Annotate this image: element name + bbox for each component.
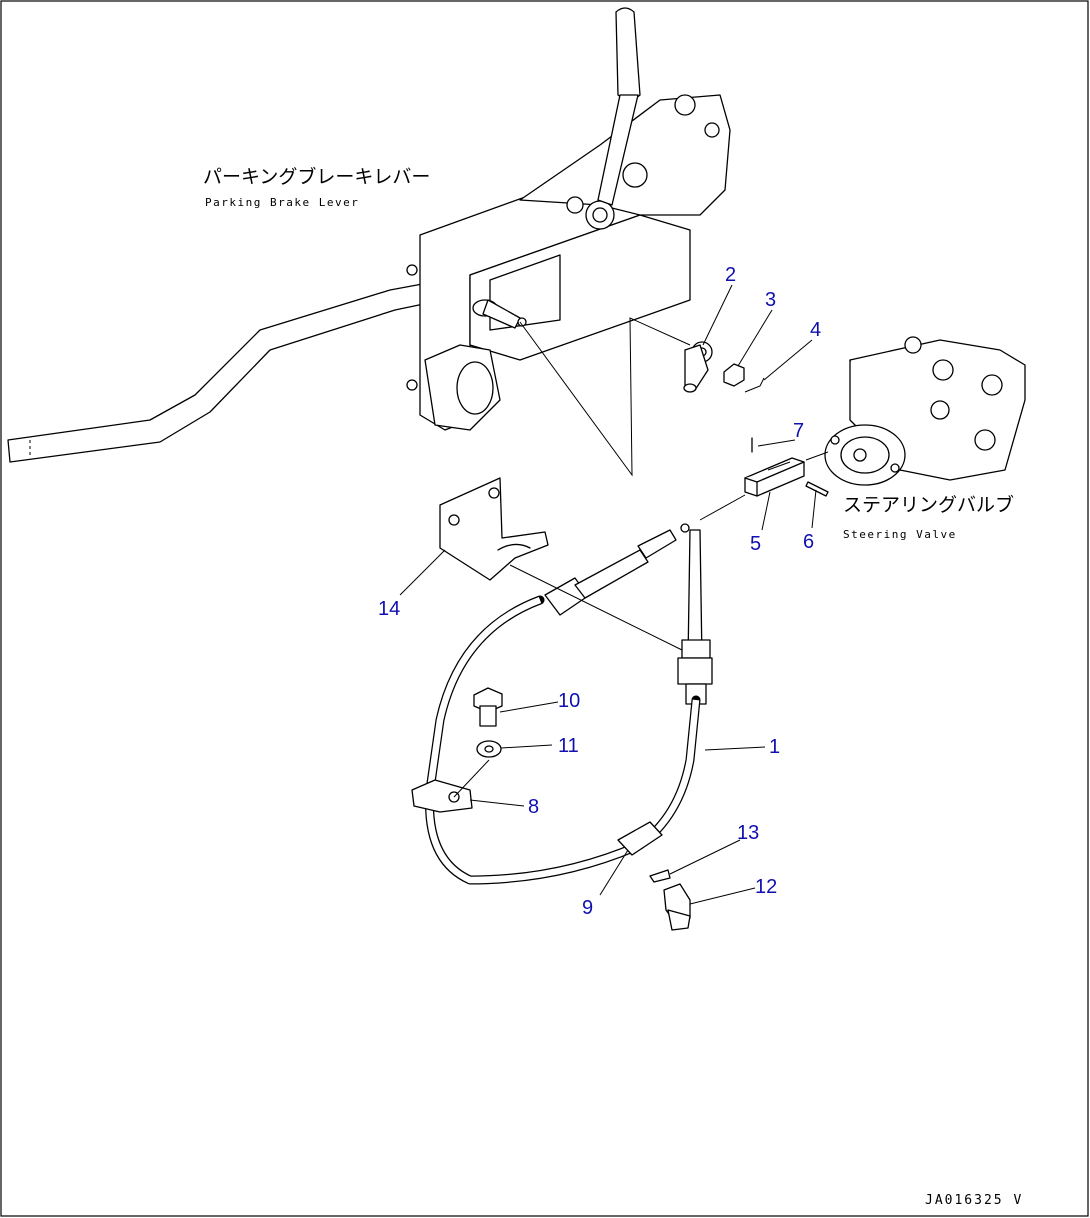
part-4-wire bbox=[744, 377, 765, 393]
part-1-cable-loop bbox=[426, 596, 700, 884]
connection-line-clevis bbox=[699, 494, 746, 521]
parking-brake-label-en: Parking Brake Lever bbox=[205, 196, 359, 209]
callout-5: 5 bbox=[750, 533, 761, 555]
callout-3: 3 bbox=[765, 289, 776, 311]
callout-10: 10 bbox=[558, 690, 580, 712]
part-1-cable-lower bbox=[677, 529, 713, 705]
steering-valve-label-jp: ステアリングバルブ bbox=[843, 493, 1014, 516]
part-12-bolt bbox=[663, 883, 691, 931]
callout-2: 2 bbox=[725, 264, 736, 286]
part-9-clamp bbox=[617, 821, 663, 856]
part-13-spring-washer bbox=[649, 869, 671, 883]
drawing-code: JA016325 V bbox=[925, 1193, 1023, 1208]
part-5-clevis bbox=[744, 457, 805, 497]
connection-line-bracket bbox=[509, 564, 683, 651]
part-6-pin bbox=[805, 481, 829, 497]
part-1-cable-upper bbox=[544, 523, 690, 616]
callout-8: 8 bbox=[528, 796, 539, 818]
parking-brake-label-jp: パーキングブレーキレバー bbox=[203, 165, 430, 188]
part-10-bolt bbox=[473, 687, 503, 727]
callout-7: 7 bbox=[793, 420, 804, 442]
callout-11: 11 bbox=[558, 735, 579, 757]
callout-13: 13 bbox=[737, 822, 759, 844]
callout-9: 9 bbox=[582, 897, 593, 919]
connection-line-lever bbox=[519, 317, 691, 477]
part-14-bracket bbox=[439, 477, 549, 581]
part-8-clamp bbox=[411, 779, 473, 813]
parking-brake-lever-assembly bbox=[7, 7, 731, 463]
part-3-nut bbox=[723, 363, 745, 387]
callout-12: 12 bbox=[755, 876, 777, 898]
steering-valve-label-en: Steering Valve bbox=[843, 528, 957, 541]
connection-line-valve bbox=[805, 451, 829, 461]
callout-6: 6 bbox=[803, 531, 814, 553]
callout-4: 4 bbox=[810, 319, 821, 341]
part-2-rod-end bbox=[683, 341, 713, 393]
leader-lines bbox=[399, 284, 817, 905]
callout-1: 1 bbox=[769, 736, 780, 758]
steering-valve-assembly bbox=[824, 336, 1026, 486]
callout-14: 14 bbox=[378, 598, 400, 620]
